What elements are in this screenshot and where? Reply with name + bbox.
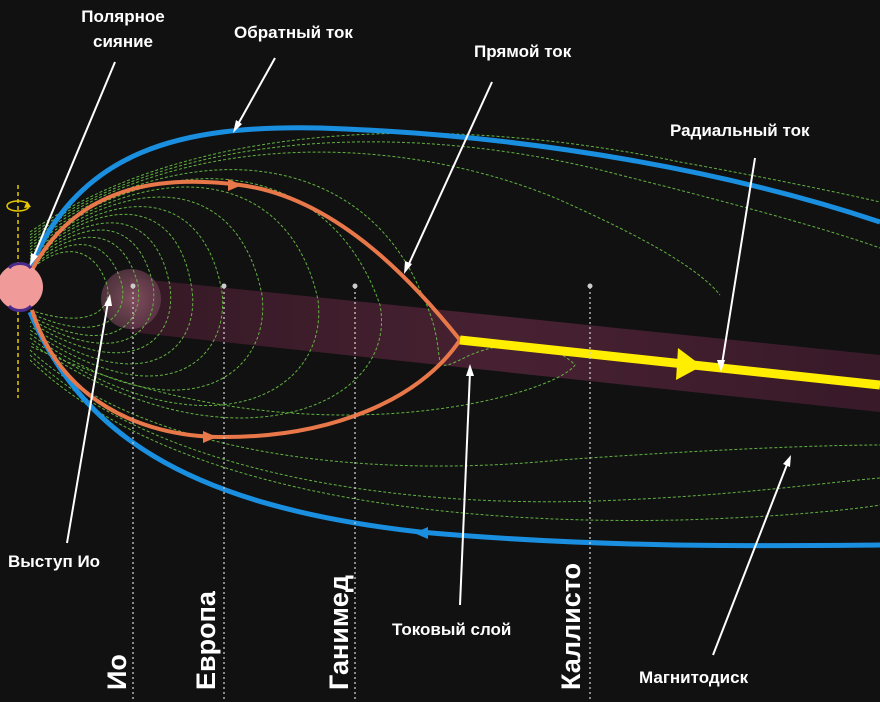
radial-current	[459, 335, 880, 390]
field-line	[29, 186, 320, 406]
field-line	[29, 196, 264, 391]
field-line	[29, 151, 721, 296]
field-line	[29, 244, 124, 328]
aurora-north	[7, 262, 33, 270]
direct-current-arrow-icon	[228, 179, 242, 191]
rotation-arrow-icon	[6, 200, 31, 212]
moon-europa-dot	[221, 283, 227, 289]
direct-current-arrow-icon	[203, 431, 217, 443]
leader-magnetodisk	[712, 461, 789, 656]
moon-ganymede-dot	[352, 283, 358, 289]
moon-orbits	[132, 287, 591, 702]
leader-arrowhead-aurora	[30, 253, 38, 266]
field-line	[29, 222, 172, 354]
field-line	[29, 213, 194, 365]
field-line	[29, 359, 880, 522]
field-line	[29, 229, 155, 344]
jupiter-planet	[0, 264, 43, 310]
moon-callisto-dot	[587, 283, 593, 289]
leader-direct-current	[407, 81, 493, 267]
label-return-current: Обратный ток	[234, 23, 353, 42]
label-aurora-line1: Полярное	[81, 7, 164, 26]
field-line	[29, 206, 224, 377]
leader-current-sheet	[459, 371, 471, 606]
label-current-sheet: Токовый слой	[392, 620, 511, 639]
field-line	[29, 141, 880, 249]
leader-return-current	[236, 57, 276, 127]
label-moon-io: Ио	[102, 654, 132, 690]
label-aurora-line2: сияние	[93, 32, 153, 51]
leader-arrowhead-io	[104, 294, 112, 306]
return-current-loop	[27, 125, 880, 269]
label-magnetodisk: Магнитодиск	[639, 668, 749, 687]
radial-current-arrow-icon	[676, 348, 702, 380]
leader-arrowhead-radial	[717, 360, 725, 372]
moon-io-dot	[130, 283, 136, 289]
leader-arrowhead-direct	[404, 261, 412, 274]
leader-aurora	[32, 61, 116, 259]
leader-arrowhead-sheet	[466, 364, 474, 376]
return-current-arrow-icon	[414, 527, 428, 539]
field-line	[29, 354, 880, 503]
label-io-torus: Выступ Ио	[8, 552, 100, 571]
field-lines	[29, 132, 880, 522]
leader-io-torus	[66, 301, 109, 544]
label-moon-europa: Европа	[191, 590, 221, 690]
field-line	[29, 236, 140, 336]
leader-arrowhead-magnetodisk	[783, 455, 791, 467]
label-direct-current: Прямой ток	[474, 42, 572, 61]
leader-arrowhead-return	[233, 120, 242, 133]
field-line	[29, 349, 880, 467]
label-moon-ganymede: Ганимед	[324, 575, 354, 690]
label-moon-callisto: Каллисто	[556, 563, 586, 690]
aurora-south	[7, 304, 33, 312]
label-radial-current: Радиальный ток	[670, 121, 810, 140]
leader-radial-current	[721, 157, 756, 365]
